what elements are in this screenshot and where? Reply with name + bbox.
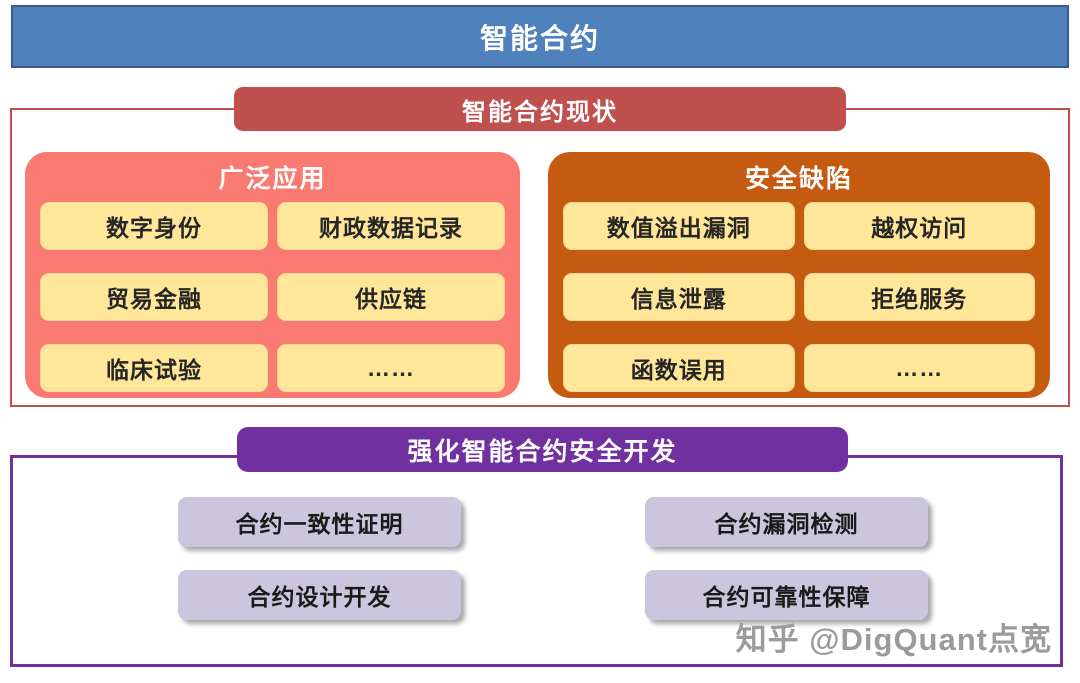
security-flaw-item: 信息泄露 xyxy=(563,273,795,321)
zhihu-watermark: 知乎 @DigQuant点宽 xyxy=(735,622,1052,657)
status-section-header: 智能合约现状 xyxy=(234,87,846,131)
security-flaws-grid: 数值溢出漏洞 越权访问 信息泄露 拒绝服务 函数误用 …… xyxy=(548,202,1050,392)
security-flaw-item: 数值溢出漏洞 xyxy=(563,202,795,250)
security-flaws-panel-header: 安全缺陷 xyxy=(548,152,1050,202)
development-item: 合约漏洞检测 xyxy=(645,497,928,547)
development-item: 合约一致性证明 xyxy=(178,497,461,547)
application-item-ellipsis: …… xyxy=(277,344,505,392)
security-flaw-item: 越权访问 xyxy=(803,202,1035,250)
security-flaws-panel: 安全缺陷 数值溢出漏洞 越权访问 信息泄露 拒绝服务 函数误用 …… xyxy=(548,152,1050,398)
application-item: 财政数据记录 xyxy=(277,202,505,250)
title-banner: 智能合约 xyxy=(11,5,1069,68)
application-item: 临床试验 xyxy=(40,344,268,392)
applications-panel: 广泛应用 数字身份 财政数据记录 贸易金融 供应链 临床试验 …… xyxy=(25,152,520,398)
security-flaw-item: 拒绝服务 xyxy=(803,273,1035,321)
development-section-title: 强化智能合约安全开发 xyxy=(407,437,678,466)
security-flaws-panel-title: 安全缺陷 xyxy=(744,165,853,193)
applications-panel-title: 广泛应用 xyxy=(218,165,327,193)
development-item: 合约可靠性保障 xyxy=(645,570,928,620)
application-item: 数字身份 xyxy=(40,202,268,250)
development-section-header: 强化智能合约安全开发 xyxy=(237,427,848,472)
security-flaw-item: 函数误用 xyxy=(563,344,795,392)
diagram-title: 智能合约 xyxy=(479,22,600,54)
applications-panel-header: 广泛应用 xyxy=(25,152,520,202)
development-item: 合约设计开发 xyxy=(178,570,461,620)
security-flaw-item-ellipsis: …… xyxy=(803,344,1035,392)
application-item: 供应链 xyxy=(277,273,505,321)
applications-grid: 数字身份 财政数据记录 贸易金融 供应链 临床试验 …… xyxy=(25,202,520,392)
application-item: 贸易金融 xyxy=(40,273,268,321)
status-section-title: 智能合约现状 xyxy=(462,98,618,126)
